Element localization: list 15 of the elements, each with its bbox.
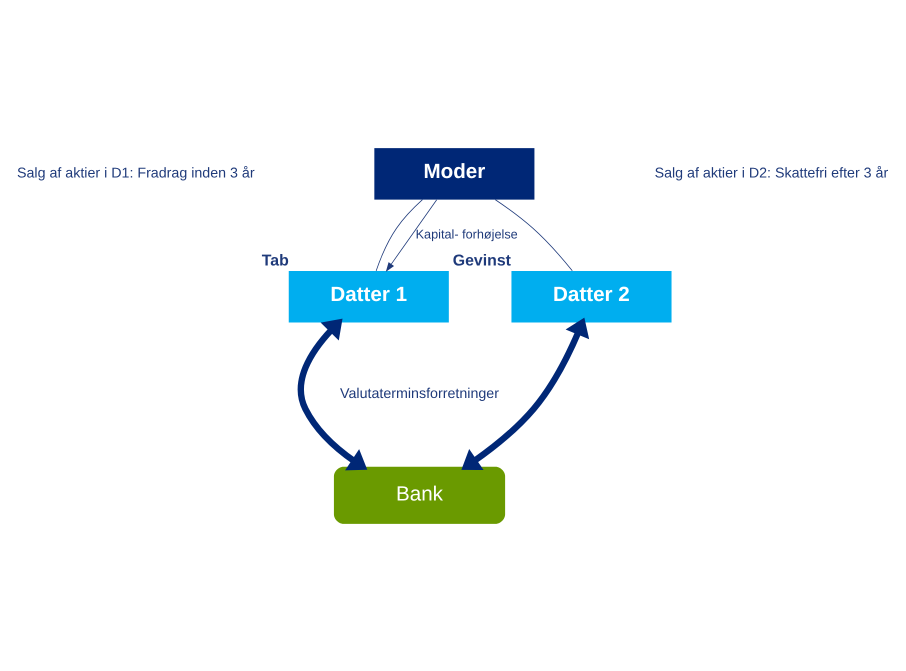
- label: Valutaterminsforretninger: [340, 386, 499, 402]
- node-box: Bank: [334, 466, 506, 524]
- connector: [376, 198, 423, 271]
- node-label: Gevinst: [452, 252, 511, 269]
- node-box: Datter 2: [511, 270, 672, 322]
- arrow: [298, 318, 368, 470]
- connector: [494, 198, 573, 271]
- label: Salg af aktier i D2: Skattefri efter 3 år: [654, 164, 888, 181]
- arrow: [461, 317, 590, 470]
- edge-label: Kapital- forhøjelse: [416, 226, 518, 241]
- arrow: [386, 198, 438, 272]
- node-box: Moder: [374, 148, 534, 200]
- node-label: Tab: [262, 252, 289, 269]
- node-box: Datter 1: [288, 270, 449, 322]
- label: Salg af aktier i D1: Fradrag inden 3 år: [16, 164, 255, 181]
